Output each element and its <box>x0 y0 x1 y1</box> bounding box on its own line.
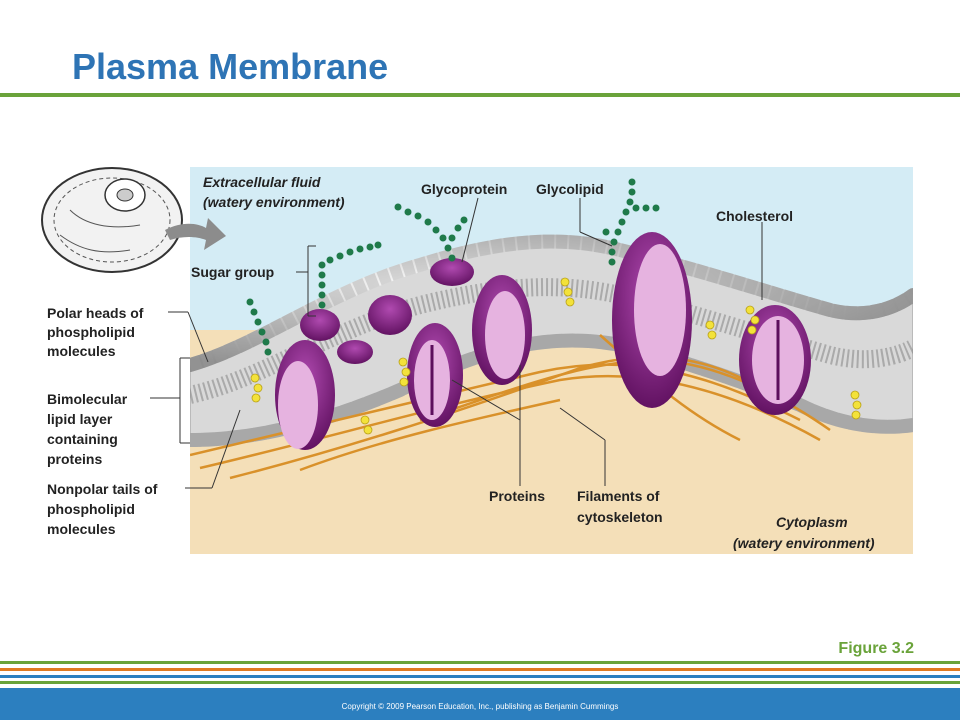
zoom-arrow-icon <box>165 218 226 250</box>
label-polar-heads-2: phospholipid <box>47 324 135 340</box>
footer-stripe-green <box>0 661 960 664</box>
label-polar-heads-3: molecules <box>47 343 116 359</box>
label-cytoplasm-sub: (watery environment) <box>733 535 875 551</box>
label-extracellular: Extracellular fluid <box>203 174 321 190</box>
footer-stripe-orange <box>0 668 960 671</box>
label-polar-heads-1: Polar heads of <box>47 305 144 321</box>
label-filaments-2: cytoskeleton <box>577 509 663 525</box>
title-divider <box>0 93 960 97</box>
slide-title: Plasma Membrane <box>72 46 389 87</box>
label-nonpolar-1: Nonpolar tails of <box>47 481 158 497</box>
integral-protein-1 <box>275 340 335 450</box>
label-nonpolar-2: phospholipid <box>47 501 135 517</box>
footer-bar <box>0 688 960 720</box>
integral-protein-4 <box>612 232 692 408</box>
label-proteins: Proteins <box>489 488 545 504</box>
label-bimolecular-4: proteins <box>47 451 102 467</box>
cell-thumbnail-icon <box>41 167 183 273</box>
integral-protein-2 <box>407 323 463 427</box>
footer-stripe-green-2 <box>0 681 960 684</box>
integral-protein-3 <box>472 275 532 385</box>
label-bimolecular-1: Bimolecular <box>47 391 128 407</box>
peripheral-proteins <box>300 258 474 364</box>
label-nonpolar-3: molecules <box>47 521 116 537</box>
label-extracellular-sub: (watery environment) <box>203 194 345 210</box>
phospholipid-tails <box>190 278 913 404</box>
label-cytoplasm: Cytoplasm <box>776 514 848 530</box>
integral-protein-5 <box>739 305 811 415</box>
label-cholesterol: Cholesterol <box>716 208 793 224</box>
sugar-chains <box>246 178 660 356</box>
label-glycoprotein: Glycoprotein <box>421 181 507 197</box>
label-filaments-1: Filaments of <box>577 488 660 504</box>
figure-number: Figure 3.2 <box>838 640 914 657</box>
cholesterol-molecules <box>250 277 862 435</box>
label-glycolipid: Glycolipid <box>536 181 604 197</box>
footer-stripe-blue <box>0 675 960 678</box>
copyright-text: Copyright © 2009 Pearson Education, Inc.… <box>341 702 619 711</box>
label-bimolecular-3: containing <box>47 431 118 447</box>
label-bimolecular-2: lipid layer <box>47 411 113 427</box>
label-sugar-group: Sugar group <box>191 264 274 280</box>
leader-lines <box>150 197 763 489</box>
